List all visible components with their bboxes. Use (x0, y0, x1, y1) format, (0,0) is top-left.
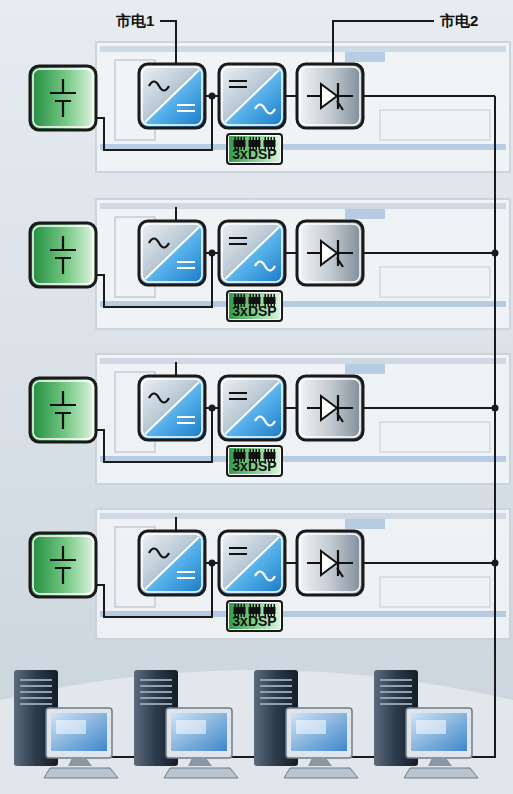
dsp-label: 3xDSP (228, 459, 281, 474)
dsp-label: 3xDSP (228, 304, 281, 319)
mains-label: 市电1 (116, 12, 154, 30)
dsp-label: 3xDSP (228, 147, 281, 162)
dsp-box: 3xDSP (226, 445, 283, 477)
mains-label: 市电2 (440, 12, 478, 30)
dsp-label: 3xDSP (228, 614, 281, 629)
dsp-box: 3xDSP (226, 290, 283, 322)
dsp-box: 3xDSP (226, 133, 283, 165)
dsp-box: 3xDSP (226, 600, 283, 632)
